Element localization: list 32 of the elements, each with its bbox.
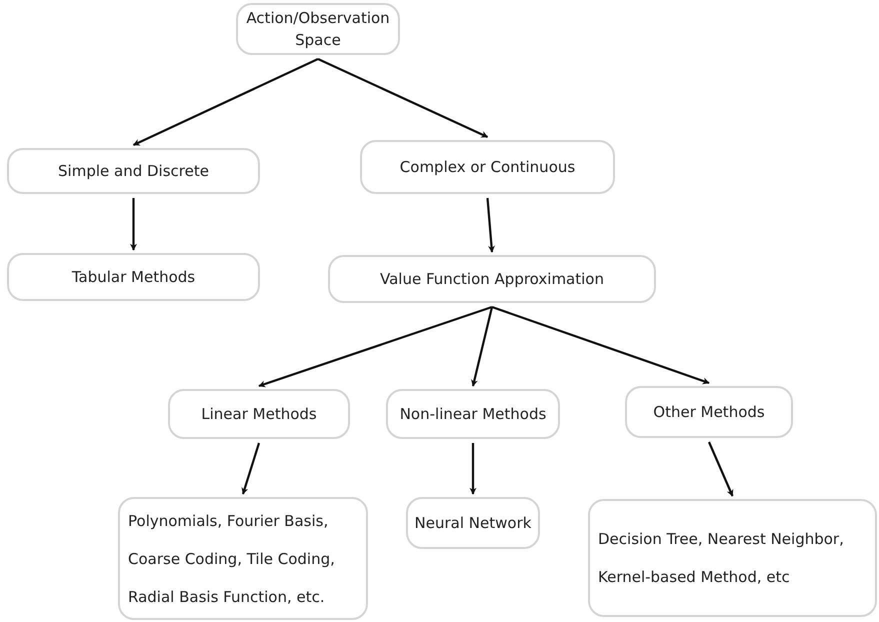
node-label: Other Methods [653, 402, 765, 423]
node-label: Non-linear Methods [400, 404, 546, 425]
arrow [130, 198, 137, 251]
arrow [708, 442, 734, 497]
node-label: Value Function Approximation [380, 268, 604, 290]
process-box [360, 140, 615, 194]
node-label: Neural Network [414, 512, 532, 534]
node-label: Polynomials, Fourier Basis, Coarse Coding, Tile Coding, Radial Basis Function, etc. [128, 510, 336, 608]
arrow [318, 58, 488, 138]
process-box [328, 255, 656, 303]
arrow [486, 198, 495, 253]
arrow [471, 306, 494, 387]
arrow [132, 58, 318, 146]
node-label: Action/Observation Space [245, 8, 391, 51]
arrow [242, 442, 260, 495]
node-label: Simple and Discrete [58, 160, 209, 182]
node-label: Linear Methods [201, 404, 317, 425]
process-box [588, 499, 877, 617]
process-box [7, 148, 260, 194]
process-box [168, 389, 350, 439]
arrow [258, 306, 492, 388]
arrow [492, 306, 710, 384]
process-box [118, 497, 368, 620]
process-box [386, 389, 560, 439]
process-box [236, 3, 400, 55]
node-label: Decision Tree, Nearest Neighbor, Kernel-based Method, etc [598, 529, 845, 588]
process-box [625, 386, 793, 438]
process-box [7, 253, 260, 301]
process-box [406, 497, 540, 549]
arrow [470, 443, 476, 495]
node-label: Tabular Methods [72, 266, 196, 288]
node-label: Complex or Continuous [400, 156, 576, 178]
